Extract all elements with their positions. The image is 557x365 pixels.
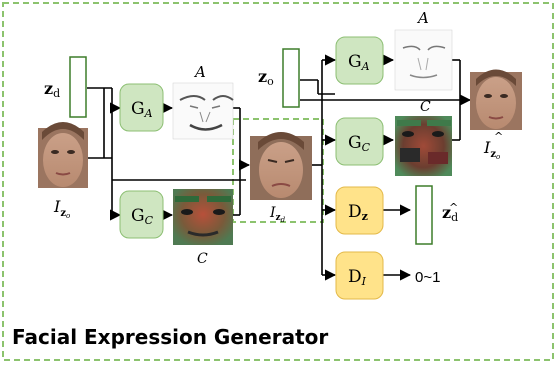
- generated-face-image: [250, 132, 312, 200]
- generator-a-left: GA: [119, 83, 164, 132]
- zo-vector-bar: [282, 48, 300, 108]
- input-face-image: [38, 122, 88, 188]
- svg-text:GC: GC: [131, 206, 154, 227]
- discriminator-z: Dz: [335, 186, 384, 235]
- discriminator-i: DI: [335, 251, 384, 300]
- zd-hat-vector-bar: [415, 185, 433, 245]
- zo-vector-label: zo: [258, 67, 274, 88]
- reconstructed-face-image: [470, 69, 522, 130]
- reconstructed-face-accent: ^: [494, 130, 503, 143]
- color-map-right: [395, 116, 452, 176]
- attention-map-left: [172, 82, 234, 140]
- generator-a-right: GA: [335, 36, 384, 85]
- svg-text:DI: DI: [348, 267, 367, 288]
- input-face-label: Izo: [53, 197, 70, 220]
- zd-hat-vector-label: zd: [442, 203, 458, 224]
- connections: [87, 54, 472, 281]
- generator-c-left: GC: [119, 190, 164, 239]
- attention-label-right: A: [416, 9, 429, 27]
- attention-label-left: A: [193, 63, 206, 81]
- generator-c-right: GC: [335, 117, 384, 166]
- outer-frame: [2, 2, 554, 361]
- reconstructed-face-label: Izo: [483, 138, 500, 161]
- zd-vector-bar: [69, 56, 87, 118]
- diagram-title: Facial Expression Generator: [12, 325, 328, 349]
- generated-face-highlight: [232, 118, 324, 223]
- zd-vector-label: zd: [44, 79, 60, 100]
- zd-hat-accent: ^: [449, 201, 458, 214]
- color-map-left: [173, 189, 233, 245]
- svg-text:Dz: Dz: [348, 202, 368, 223]
- attention-map-right: [394, 29, 453, 91]
- color-label-right: C: [420, 99, 431, 115]
- output-range-label: 0~1: [415, 269, 440, 286]
- svg-text:GA: GA: [348, 52, 370, 73]
- svg-text:GA: GA: [131, 99, 153, 120]
- generated-face-label: Izd: [269, 205, 286, 224]
- svg-text:GC: GC: [348, 133, 371, 154]
- color-label-left: C: [197, 251, 208, 267]
